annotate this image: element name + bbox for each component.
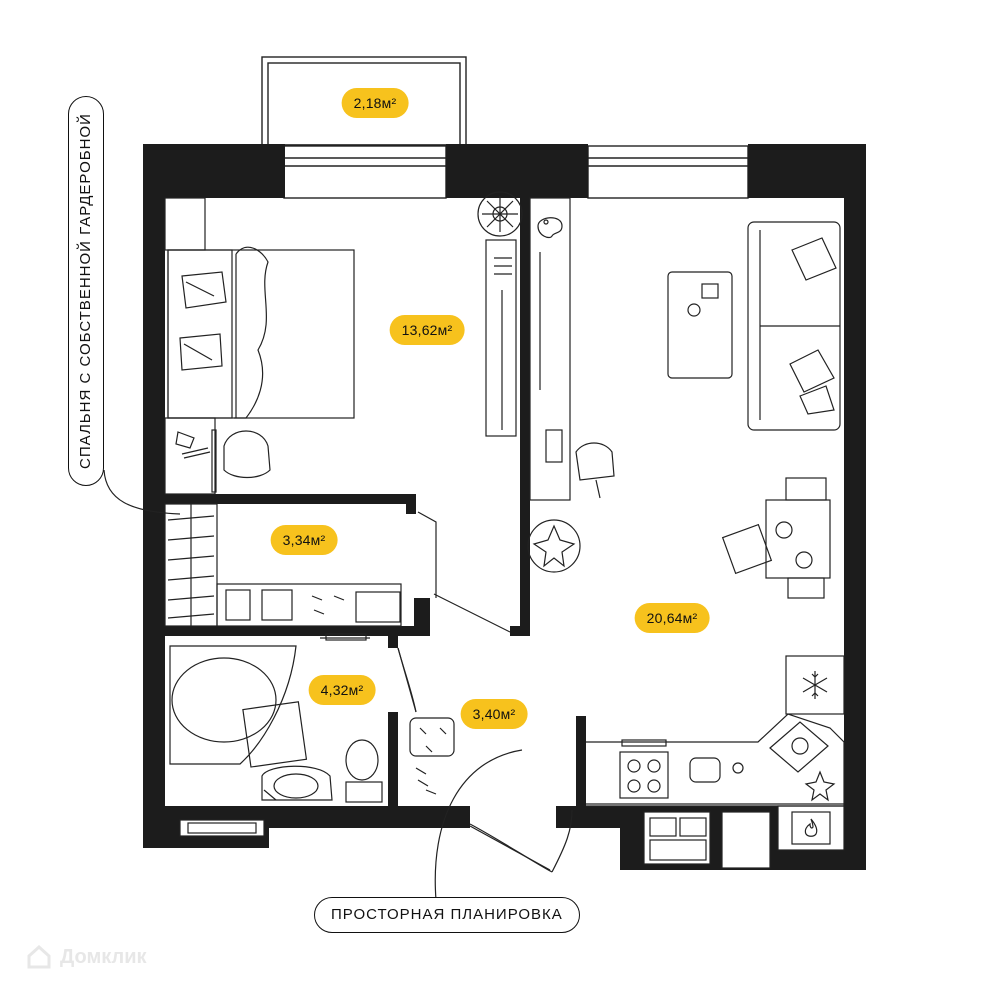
potted-plant-icon (527, 519, 581, 573)
callout-spacious-layout: ПРОСТОРНАЯ ПЛАНИРОВКА (314, 897, 580, 933)
potted-plant-icon (804, 770, 836, 802)
bathroom-area-badge: 4,32м² (308, 675, 376, 705)
hall-area-badge: 3,40м² (460, 699, 528, 729)
coffee-table (667, 271, 733, 379)
walls (143, 144, 866, 870)
callout-bedroom-with-wardrobe: СПАЛЬНЯ С СОБСТВЕННОЙ ГАРДЕРОБНОЙ (68, 96, 104, 486)
callout-leader (103, 469, 181, 515)
house-logo-icon (27, 944, 51, 969)
wardrobe-racks (164, 503, 437, 627)
hairdryer-icon (175, 431, 211, 459)
flame-icon (804, 818, 818, 837)
watermark-text: Домклик (60, 945, 147, 968)
entry-closet (179, 805, 845, 869)
desk (529, 197, 615, 501)
wardrobe-area-badge: 3,34м² (270, 525, 338, 555)
potted-plant-icon (477, 191, 523, 237)
watermark: Домклик (26, 942, 147, 972)
bed (167, 246, 355, 419)
sink (261, 765, 333, 801)
kitchen-counter (586, 655, 845, 807)
dining-table (721, 477, 831, 599)
living-area-badge: 20,64м² (634, 603, 710, 633)
palette-icon (537, 217, 563, 239)
hall-mat (409, 717, 455, 795)
toilet (345, 739, 383, 803)
doors (397, 593, 573, 901)
balcony (261, 56, 467, 146)
bedroom-area-badge: 13,62м² (389, 315, 465, 345)
bedroom-wardrobe (164, 197, 517, 495)
bathtub (169, 633, 370, 768)
snowflake-icon (802, 671, 828, 699)
sofa (747, 221, 841, 431)
balcony-area-badge: 2,18м² (341, 88, 409, 118)
